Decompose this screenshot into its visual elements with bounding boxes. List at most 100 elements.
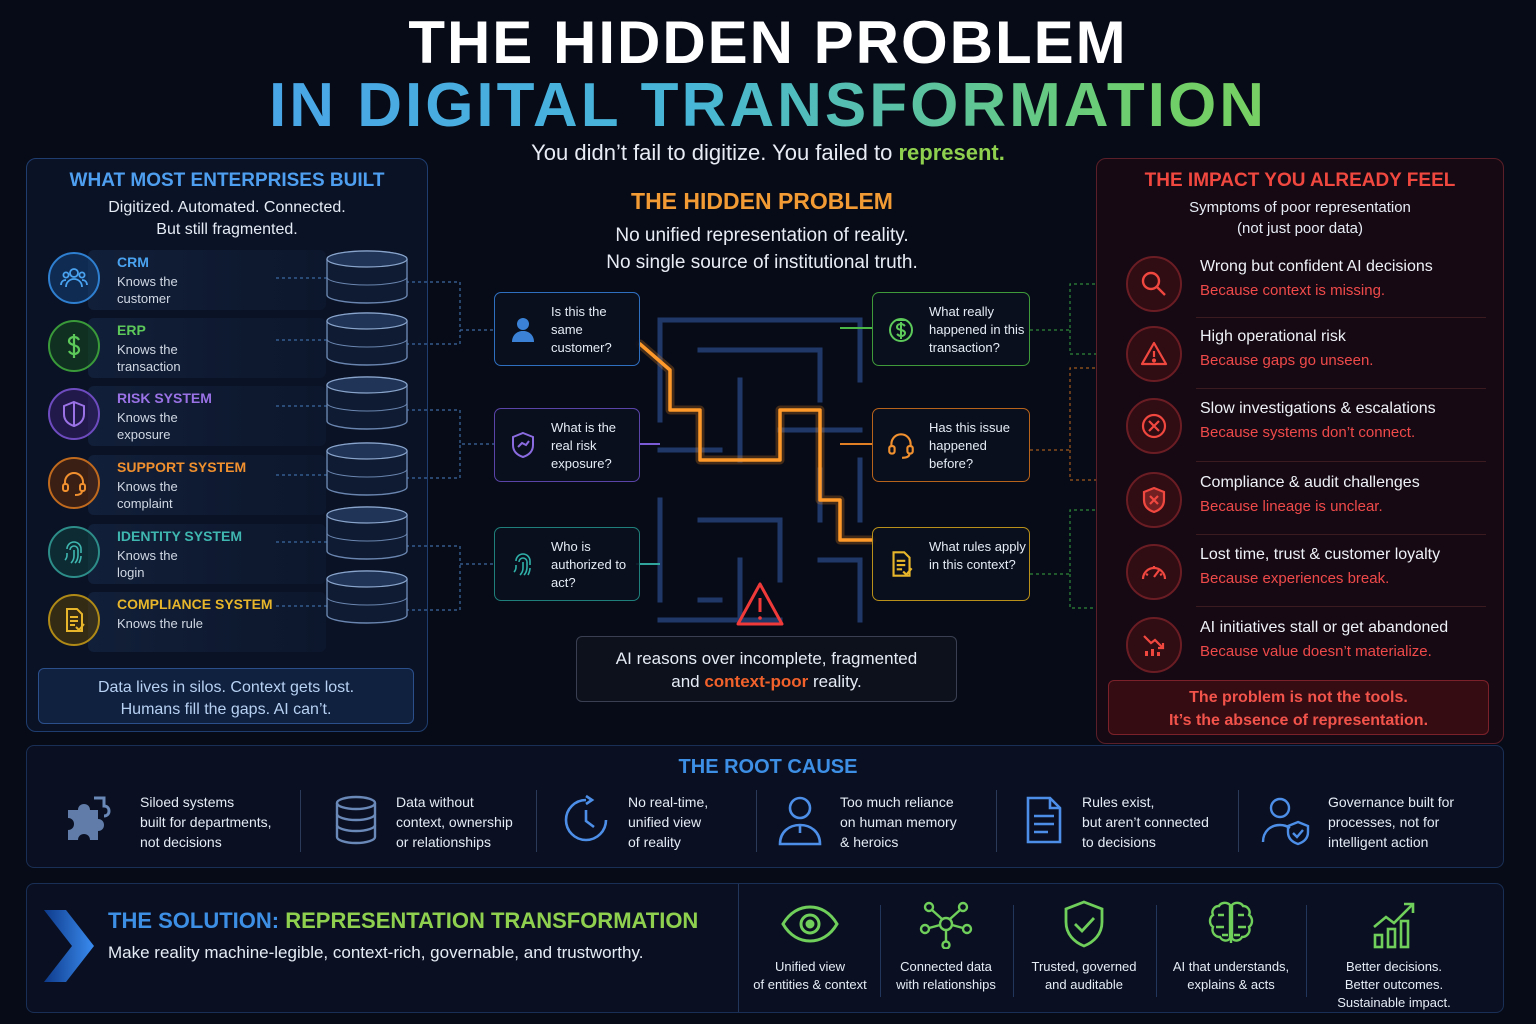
root-cause-item: Siloed systems built for departments, no…: [62, 790, 292, 854]
root-line2: context, ownership: [396, 814, 513, 830]
impact-reason: Because experiences break.: [1200, 570, 1390, 587]
root-line1: Governance built for: [1328, 794, 1455, 810]
root-cause-item: Data without context, ownership or relat…: [328, 790, 538, 854]
solution-panel: [26, 883, 1504, 1013]
question-text: What rules apply in this context?: [929, 539, 1026, 572]
root-line1: Too much reliance: [840, 794, 954, 810]
solution-line2: of entities & context: [753, 977, 867, 992]
system-crm: CRM Knows the customer: [48, 250, 326, 310]
impact-reason: Because value doesn’t materialize.: [1200, 643, 1432, 660]
question-text: Has this issue happened before?: [929, 420, 1010, 471]
divider: [1238, 790, 1239, 852]
gauge-icon: [1126, 544, 1182, 600]
center-subtitle-line2: No single source of institutional truth.: [606, 252, 918, 273]
ai-reasoning-box: AI reasons over incomplete, fragmented a…: [576, 636, 957, 702]
magnifier-icon: [1126, 256, 1182, 312]
chevron-right-icon: [44, 910, 94, 982]
root-line1: Siloed systems: [140, 794, 235, 810]
root-line1: Data without: [396, 794, 474, 810]
fingerprint-icon: [505, 544, 541, 584]
solution-line3: Sustainable impact.: [1337, 995, 1451, 1010]
ai-line2-post: reality.: [808, 672, 862, 691]
system-name: COMPLIANCE SYSTEM: [117, 596, 273, 612]
root-line2: on human memory: [840, 814, 957, 830]
solution-title: THE SOLUTION: REPRESENTATION TRANSFORMAT…: [108, 908, 698, 934]
system-name: CRM: [117, 254, 149, 270]
dollar-icon: [48, 320, 100, 372]
right-panel-subtitle: Symptoms of poor representation (not jus…: [1096, 197, 1504, 239]
system-band: [88, 455, 326, 515]
subtitle-text: You didn’t fail to digitize. You failed …: [531, 140, 899, 165]
page-subtitle: You didn’t fail to digitize. You failed …: [0, 140, 1536, 166]
root-cause-text: Governance built for processes, not for …: [1328, 792, 1454, 852]
system-erp: ERP Knows the transaction: [48, 318, 326, 378]
fingerprint-icon: [48, 526, 100, 578]
right-subtitle-line2: (not just poor data): [1237, 220, 1363, 237]
root-cause-text: Siloed systems built for departments, no…: [140, 792, 272, 852]
divider: [300, 790, 301, 852]
database-icon: [326, 570, 408, 624]
divider: [1306, 905, 1307, 997]
people-icon: [48, 252, 100, 304]
solution-item: Unified view of entities & context: [740, 898, 880, 1008]
shield-check-icon: [1054, 898, 1114, 950]
system-desc: Knows the complaint: [117, 479, 178, 511]
warning-icon: [1126, 326, 1182, 382]
divider: [536, 790, 537, 852]
system-band: [88, 250, 326, 310]
system-desc: Knows the login: [117, 548, 178, 580]
solution-text: Trusted, governed and auditable: [1014, 958, 1154, 994]
divider: [1196, 461, 1486, 462]
impact-title: Lost time, trust & customer loyalty: [1200, 546, 1441, 563]
divider: [1196, 606, 1486, 607]
root-cause-panel: [26, 745, 1504, 868]
shield-check-icon: [505, 425, 541, 465]
database-icon: [326, 376, 408, 430]
right-panel-title: THE IMPACT YOU ALREADY FEEL: [1144, 170, 1456, 191]
question-text: What is the real risk exposure?: [551, 420, 617, 471]
solution-line1: Connected data: [900, 959, 992, 974]
solution-item: Connected data with relationships: [876, 898, 1016, 1008]
center-title: THE HIDDEN PROBLEM: [631, 188, 893, 214]
database-icon: [326, 506, 408, 560]
root-line1: Rules exist,: [1082, 794, 1155, 810]
impact-reason: Because gaps go unseen.: [1200, 352, 1374, 369]
shield-x-icon: [1126, 472, 1182, 528]
solution-item: AI that understands, explains & acts: [1161, 898, 1301, 1008]
impact-title: Slow investigations & escalations: [1200, 400, 1436, 417]
system-support: SUPPORT SYSTEM Knows the complaint: [48, 455, 326, 515]
shield-icon: [48, 388, 100, 440]
root-line3: of reality: [628, 834, 681, 850]
solution-item: Trusted, governed and auditable: [1014, 898, 1154, 1008]
problem-line1: The problem is not the tools.: [1189, 689, 1408, 706]
divider: [1013, 905, 1014, 997]
document-icon: [48, 594, 100, 646]
solution-text: Unified view of entities & context: [740, 958, 880, 994]
root-cause-title: THE ROOT CAUSE: [678, 756, 858, 778]
growth-chart-icon: [1364, 898, 1424, 950]
question-rules-apply: What rules apply in this context?: [872, 527, 1030, 601]
impact-reason: Because context is missing.: [1200, 282, 1386, 299]
right-subtitle-line1: Symptoms of poor representation: [1189, 199, 1411, 216]
root-cause-text: Rules exist, but aren’t connected to dec…: [1082, 792, 1209, 852]
system-compliance: COMPLIANCE SYSTEM Knows the rule: [48, 592, 326, 652]
user-shield-icon: [1258, 792, 1314, 848]
root-line3: not decisions: [140, 834, 222, 850]
question-text: Who is authorized to act?: [551, 539, 627, 590]
solution-item: Better decisions. Better outcomes. Susta…: [1316, 898, 1472, 1010]
divider: [1196, 388, 1486, 389]
silo-summary-box: Data lives in silos. Context gets lost. …: [38, 668, 414, 724]
divider: [996, 790, 997, 852]
clock-icon: [558, 792, 614, 848]
solution-text: AI that understands, explains & acts: [1161, 958, 1301, 994]
root-cause-text: No real-time, unified view of reality: [628, 792, 708, 852]
eye-icon: [780, 898, 840, 950]
question-text: Is this the same customer?: [551, 304, 612, 355]
problem-line2: It’s the absence of representation.: [1168, 712, 1429, 729]
impact-reason: Because lineage is unclear.: [1200, 498, 1383, 515]
root-cause-text: Data without context, ownership or relat…: [396, 792, 513, 852]
system-risk: RISK SYSTEM Knows the exposure: [48, 386, 326, 446]
impact-title: High operational risk: [1200, 328, 1346, 345]
question-authorized: Who is authorized to act?: [494, 527, 640, 601]
